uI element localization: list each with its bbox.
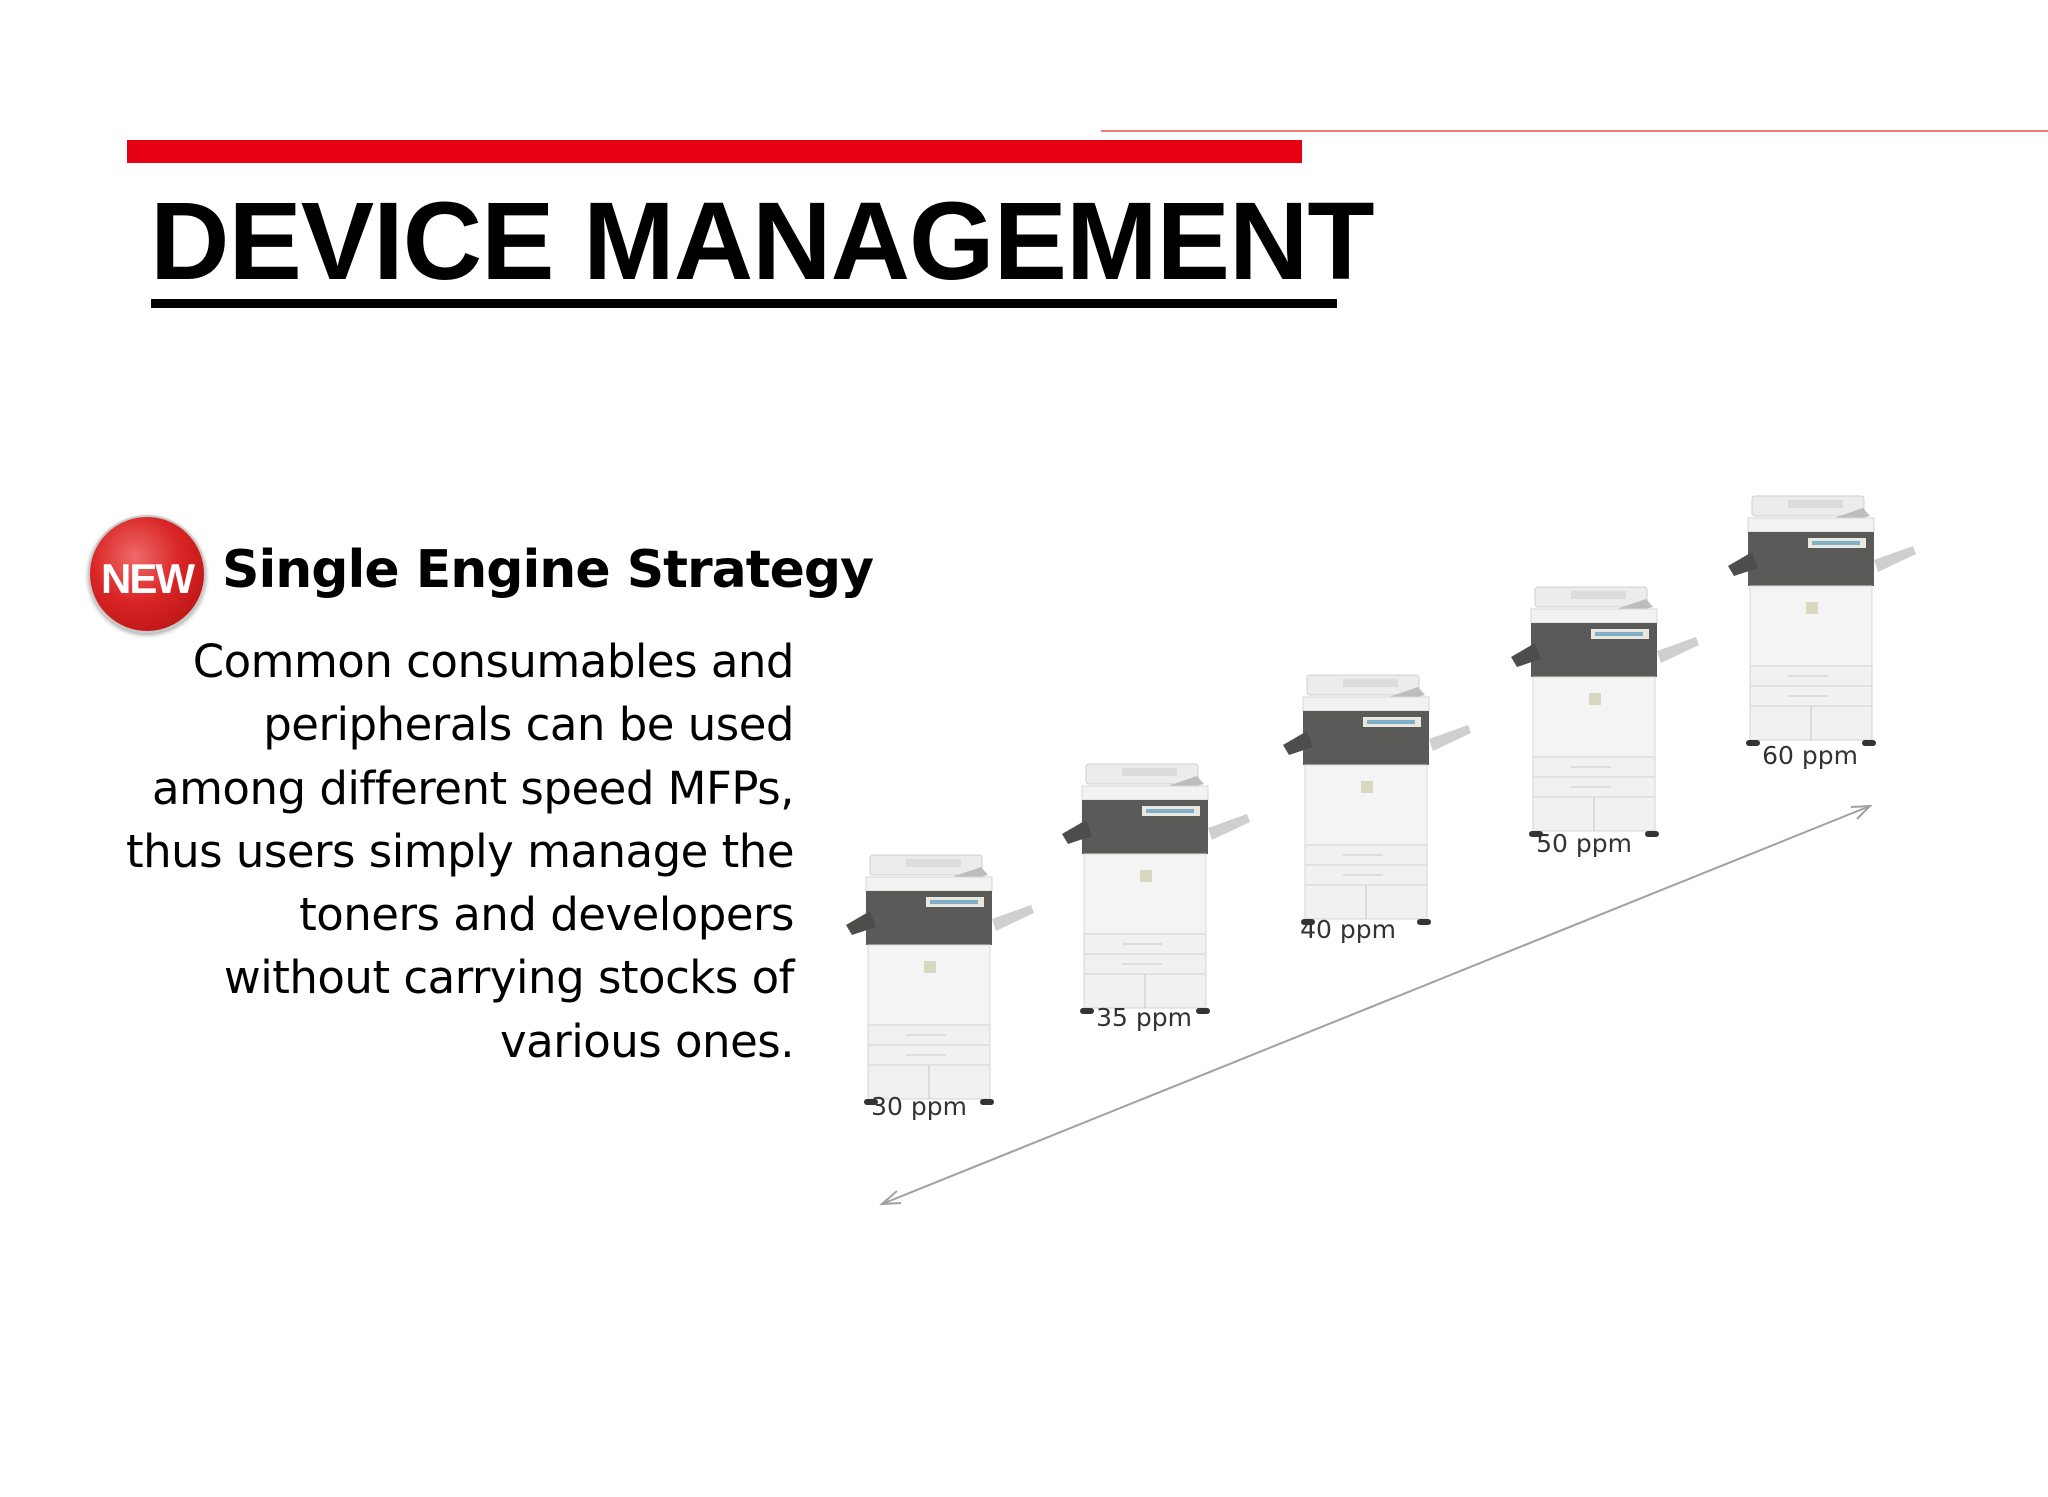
new-badge-icon: NEW <box>88 515 206 633</box>
body-line: peripherals can be used <box>263 698 794 752</box>
mfp-printer-image <box>1283 669 1483 929</box>
body-line: toners and developers <box>299 888 794 942</box>
section-heading: Single Engine Strategy <box>222 540 874 600</box>
mfp-printer-image <box>1511 581 1711 841</box>
printer-speed-label: 40 ppm <box>1300 915 1396 944</box>
printer-speed-label: 35 ppm <box>1096 1003 1192 1032</box>
mfp-printer-image <box>846 849 1046 1109</box>
body-line: various ones. <box>500 1014 795 1068</box>
new-badge-label: NEW <box>101 555 195 602</box>
mfp-printer-image <box>1062 758 1262 1018</box>
page-title: DEVICE MANAGEMENT <box>150 180 1375 303</box>
body-line: Common consumables and <box>192 635 795 688</box>
title-underline <box>151 299 1337 308</box>
header-red-bar <box>127 140 1302 163</box>
printer-speed-label: 50 ppm <box>1536 829 1632 858</box>
header-thin-line <box>1101 130 2048 132</box>
mfp-printer-image <box>1728 490 1928 750</box>
body-line: among different speed MFPs, <box>152 761 795 815</box>
body-line: thus users simply manage the <box>125 824 795 878</box>
printer-speed-label: 60 ppm <box>1762 741 1858 770</box>
body-line: without carrying stocks of <box>223 951 795 1005</box>
section-body: Common consumables and peripherals can b… <box>125 630 795 1073</box>
printer-speed-label: 30 ppm <box>871 1092 967 1121</box>
